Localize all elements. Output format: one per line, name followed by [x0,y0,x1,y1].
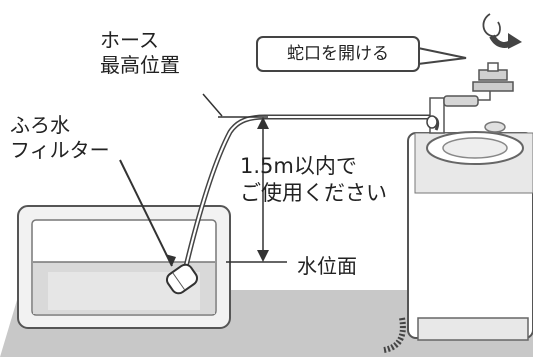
open-faucet-callout: 蛇口を開ける [256,36,420,72]
height-dimension-arrow [257,117,269,262]
hose [179,114,440,284]
hose-highest-line1: ホース [100,28,159,52]
height-limit-line2: ご使用ください [240,181,387,205]
open-faucet-label: 蛇口を開ける [287,44,389,64]
washing-machine [383,97,533,353]
water-level-label: 水位面 [297,254,357,278]
hose-highest-label: ホース 最高位置 [100,28,180,78]
filter-pointer-arrowhead [165,254,176,266]
bath-filter-line1: ふろ水 [10,113,70,137]
callout-pointer [417,47,467,65]
rotate-arrow-icon [482,13,522,49]
bath-filter [165,263,199,295]
bath-filter-line2: フィルター [10,138,110,162]
filter-pointer-arrow [119,159,173,267]
hose-highest-line2: 最高位置 [100,53,180,77]
hose-highest-leader [202,93,223,117]
faucet-icon [443,62,514,107]
height-limit-label: 1.5m以内で ご使用ください [240,153,387,207]
bath-filter-label: ふろ水 フィルター [10,113,110,163]
height-limit-line1: 1.5m以内で [240,154,357,178]
